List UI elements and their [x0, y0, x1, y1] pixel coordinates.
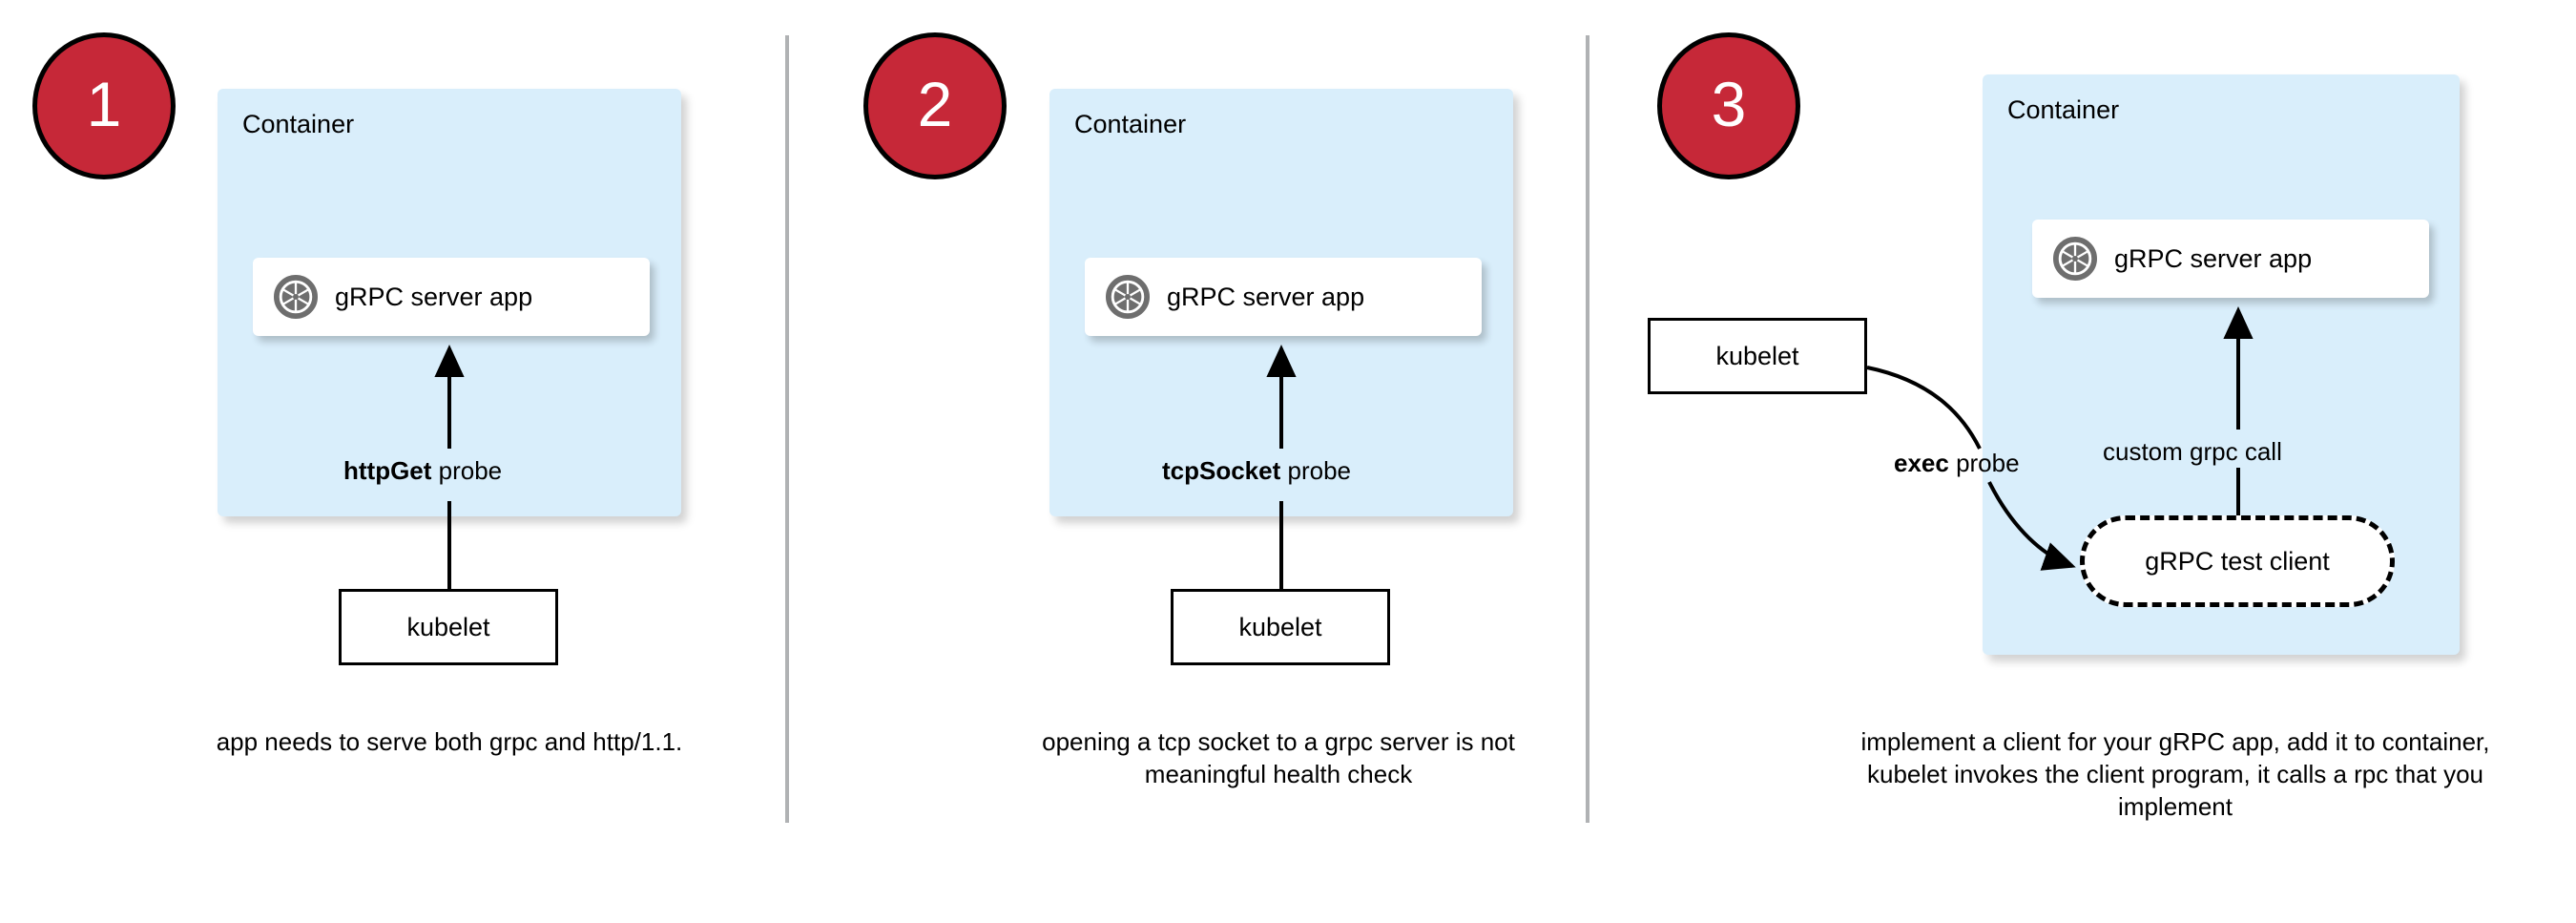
panel-1-badge-label: 1	[86, 69, 122, 139]
grpc-aperture-icon	[1106, 275, 1150, 319]
panel-2-badge-label: 2	[917, 69, 953, 139]
panel-divider-1	[785, 35, 789, 823]
panel-3-test-client-label: gRPC test client	[2145, 546, 2330, 576]
panel-2-app-label: gRPC server app	[1167, 282, 1365, 311]
panel-2-probe-label-rest: probe	[1280, 456, 1351, 485]
panel-2-kubelet-box: kubelet	[1171, 589, 1390, 665]
panel-1-app-card: gRPC server app	[253, 258, 650, 336]
panel-1-badge: 1	[32, 32, 176, 179]
grpc-aperture-icon	[2053, 237, 2097, 281]
panel-3-container-label: Container	[2007, 95, 2120, 124]
panel-2-caption: opening a tcp socket to a grpc server is…	[1042, 727, 1515, 788]
grpc-aperture-icon	[274, 275, 318, 319]
panel-3-badge-label: 3	[1711, 69, 1747, 139]
panel-1-kubelet-box: kubelet	[339, 589, 558, 665]
panel-1-container-label: Container	[242, 110, 355, 138]
panel-3-caption: implement a client for your gRPC app, ad…	[1860, 727, 2490, 821]
panel-3-call-label: custom grpc call	[2103, 437, 2282, 466]
panel-2-probe-label: tcpSocket probe	[1162, 456, 1351, 486]
panel-2-badge: 2	[863, 32, 1007, 179]
panel-3-probe-label-rest: probe	[1948, 449, 2020, 477]
panel-2-app-card: gRPC server app	[1085, 258, 1482, 336]
panel-1-probe-label-rest: probe	[431, 456, 503, 485]
panel-1-probe-label-strong: httpGet	[343, 456, 432, 485]
panel-2-container-label: Container	[1074, 110, 1187, 138]
panel-3-test-client: gRPC test client	[2080, 515, 2395, 607]
panel-1-caption: app needs to serve both grpc and http/1.…	[216, 727, 683, 756]
panel-3-badge: 3	[1657, 32, 1800, 179]
panel-1-probe-label: httpGet probe	[343, 456, 502, 486]
panel-3-app-label: gRPC server app	[2114, 243, 2313, 273]
panel-3-probe-label: exec probe	[1894, 449, 2020, 478]
panel-2-probe-label-strong: tcpSocket	[1162, 456, 1281, 485]
panel-3-app-card: gRPC server app	[2032, 220, 2429, 298]
panel-3-probe-label-strong: exec	[1894, 449, 1949, 477]
panel-3-kubelet-box: kubelet	[1648, 318, 1867, 394]
panel-1-app-label: gRPC server app	[335, 282, 533, 311]
panel-2-kubelet-label: kubelet	[1238, 612, 1322, 641]
panel-divider-2	[1586, 35, 1589, 823]
panel-3-kubelet-label: kubelet	[1715, 341, 1799, 370]
panel-1-kubelet-label: kubelet	[406, 612, 490, 641]
